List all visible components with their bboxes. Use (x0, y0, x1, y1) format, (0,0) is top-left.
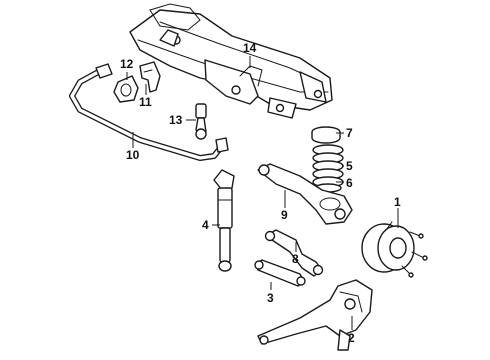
callout-2: 2 (348, 331, 355, 345)
callout-8: 8 (292, 252, 299, 266)
callout-7: 7 (346, 126, 353, 140)
callout-10: 10 (126, 148, 140, 162)
stabilizer-link (195, 103, 207, 140)
upper-control-arm (264, 229, 324, 277)
stabilizer-bushing (113, 75, 139, 103)
callout-4: 4 (202, 218, 209, 232)
callout-9: 9 (281, 208, 288, 222)
knuckle-trailing-arm (257, 279, 373, 351)
stabilizer-bar (69, 63, 229, 161)
callout-6: 6 (346, 176, 353, 190)
callout-1: 1 (394, 195, 401, 209)
callout-11: 11 (139, 95, 152, 109)
callout-labels: 1 2 3 4 5 6 7 8 9 10 11 12 13 14 (120, 41, 401, 345)
callout-5: 5 (346, 159, 353, 173)
lower-control-arm (257, 163, 353, 225)
leader-lines (126, 56, 399, 330)
lateral-link (254, 259, 306, 287)
callout-3: 3 (267, 291, 274, 305)
spring-insulator (311, 126, 341, 144)
hub-and-bearing (361, 221, 428, 278)
callout-14: 14 (243, 41, 257, 55)
shock-absorber (213, 169, 235, 272)
coil-spring (312, 144, 344, 188)
callout-12: 12 (120, 57, 134, 71)
callout-13: 13 (169, 113, 183, 127)
rear-crossmember (129, 3, 333, 119)
stabilizer-bracket (139, 61, 161, 93)
